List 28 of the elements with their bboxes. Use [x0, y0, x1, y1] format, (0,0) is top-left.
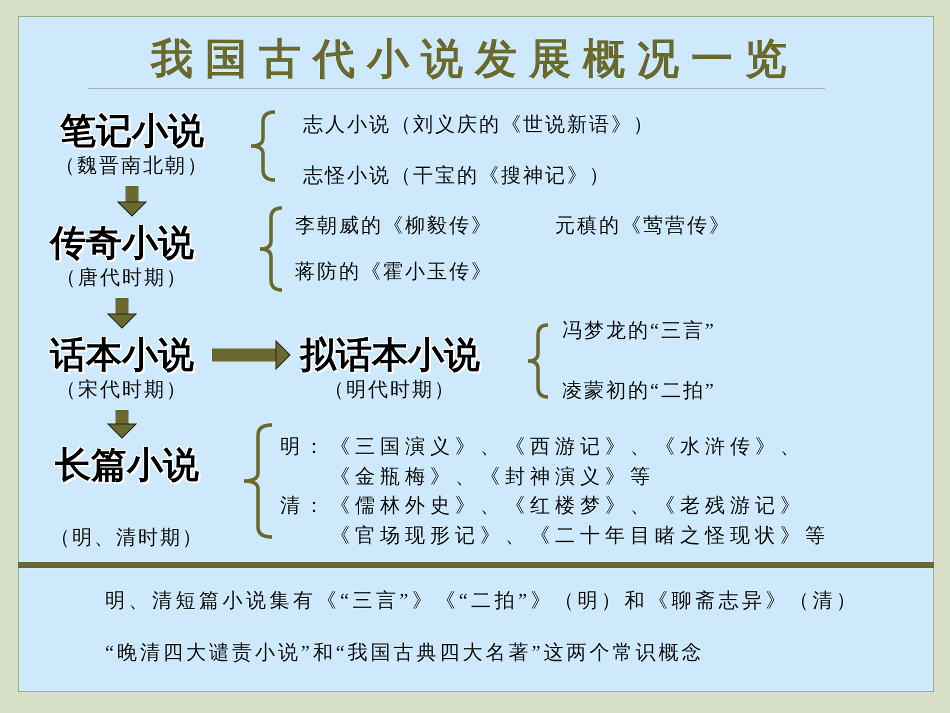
text-label: 明：	[280, 435, 328, 460]
title: 我国古代小说发展概况一览	[149, 36, 800, 82]
block-arrow	[108, 298, 136, 328]
period-text: （明、清时期）	[50, 526, 204, 550]
text-label: 凌蒙初的“二拍”	[562, 379, 716, 404]
text-label: 《儒林外史》、《红楼梦》、《老残游记》《官场现形记》、《二十年目睹之怪现状》等	[330, 494, 831, 549]
period-text: （明代时期）	[324, 378, 456, 402]
text-label: 元稹的《莺营传》	[555, 214, 731, 239]
text-label: “晚清四大谴责小说”和“我国古典四大名著”这两个常识概念	[105, 641, 705, 666]
text-label: 志怪小说（干宝的《搜神记》）	[303, 164, 611, 189]
text-label: 志人小说（刘义庆的《世说新语》）	[303, 113, 655, 138]
text-label: 蒋防的《霍小玉传》	[295, 260, 493, 285]
stage-heading: 拟话本小说	[300, 334, 480, 376]
block-arrow	[118, 186, 146, 216]
block-arrow	[212, 340, 290, 370]
period-text: （唐代时期）	[56, 266, 188, 290]
period-text: （魏晋南北朝）	[55, 154, 209, 178]
period-text: （宋代时期）	[56, 378, 188, 402]
text-label: 明、清短篇小说集有《“三言”》《“二拍”》（明）和《聊斋志异》（清）	[105, 589, 860, 614]
stage-heading: 长篇小说	[55, 444, 199, 486]
stage-heading: 话本小说	[50, 334, 194, 376]
stage-heading: 笔记小说	[60, 110, 204, 152]
text-label: 冯梦龙的“三言”	[562, 319, 716, 344]
text-label: 清：	[280, 494, 328, 519]
text-label: 《三国演义》、《西游记》、《水浒传》、《金瓶梅》、《封神演义》等	[330, 435, 806, 490]
block-arrow	[108, 410, 136, 438]
text-label: 李朝威的《柳毅传》	[295, 214, 493, 239]
stage-heading: 传奇小说	[50, 222, 194, 264]
